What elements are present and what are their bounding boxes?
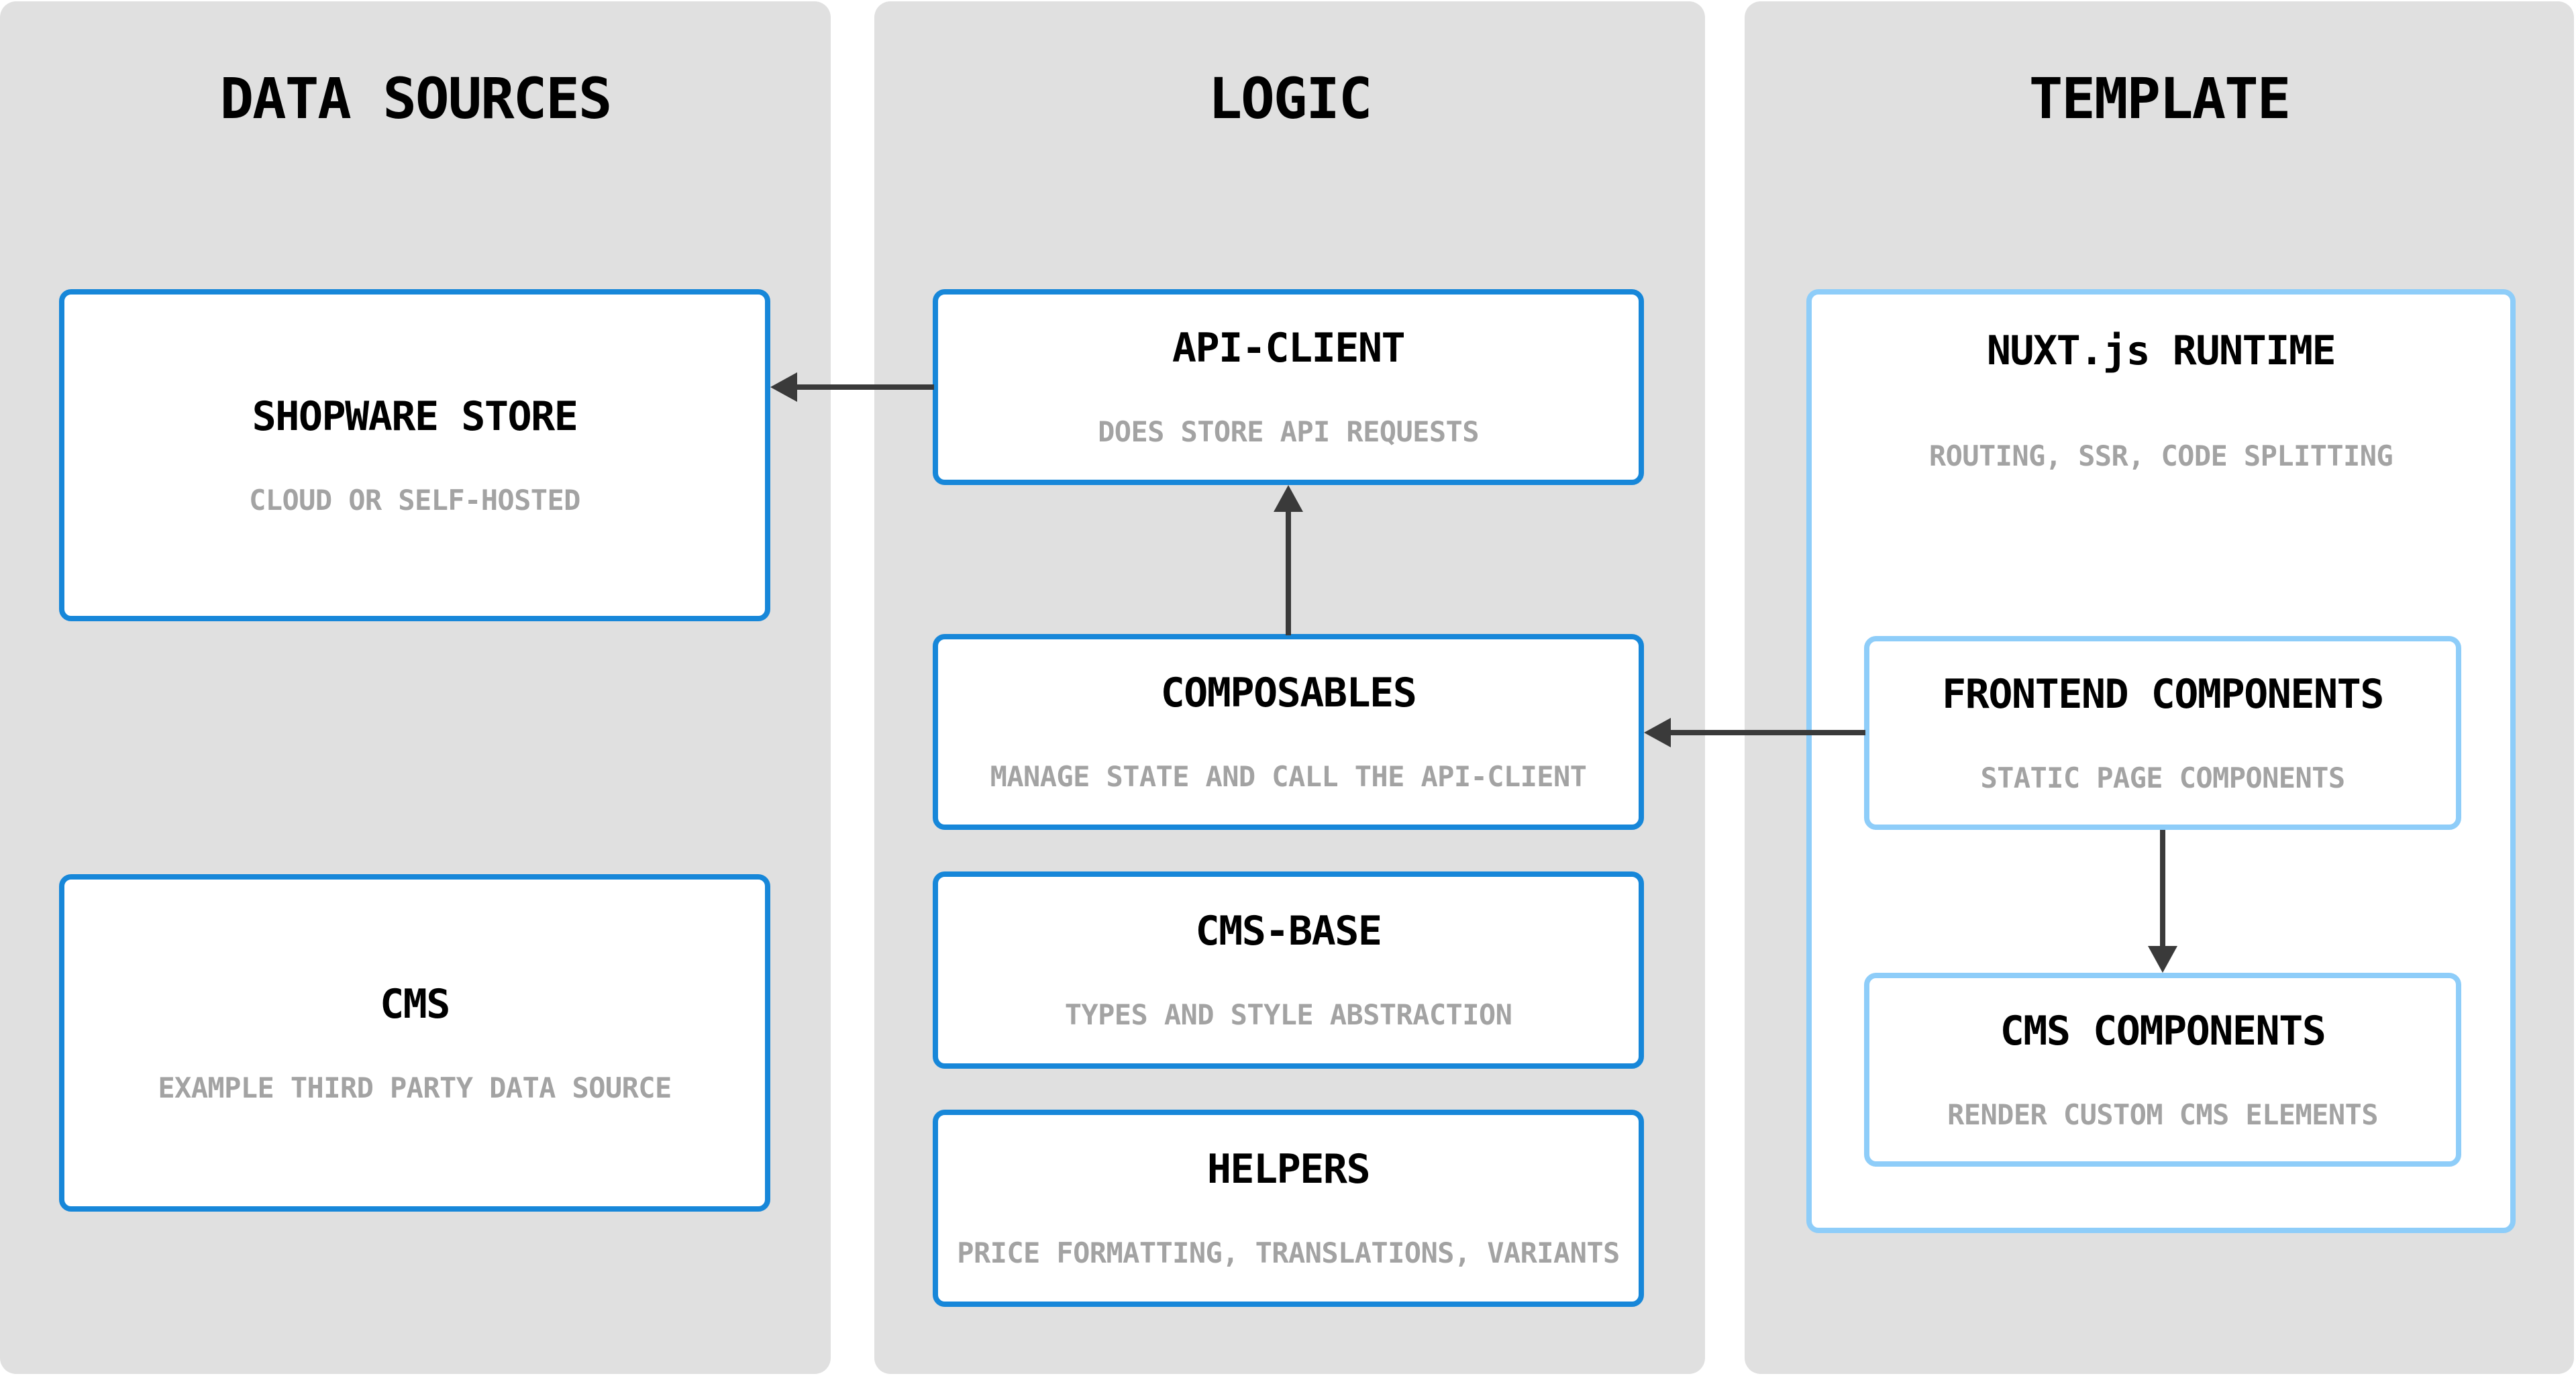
- box-title: CMS-BASE: [1195, 908, 1382, 955]
- box-subtitle: TYPES AND STYLE ABSTRACTION: [1064, 998, 1512, 1031]
- arrow-frontend-components-to-cms-components: [2160, 830, 2165, 947]
- box-title: FRONTEND COMPONENTS: [1942, 670, 2384, 718]
- box-helpers: HELPERS PRICE FORMATTING, TRANSLATIONS, …: [933, 1110, 1644, 1307]
- column-title-logic: LOGIC: [1208, 66, 1373, 131]
- arrow-frontend-components-to-composables: [1669, 730, 1865, 735]
- box-title: NUXT.js RUNTIME: [1986, 327, 2336, 374]
- column-title-template: TEMPLATE: [2028, 66, 2291, 131]
- box-title: CMS: [380, 980, 450, 1028]
- column-title-data-sources: DATA SOURCES: [219, 66, 613, 131]
- arrow-api-client-to-shopware-store: [796, 384, 934, 390]
- box-title: COMPOSABLES: [1160, 670, 1417, 717]
- arrowhead-left-icon: [1644, 718, 1671, 747]
- box-title: API-CLIENT: [1172, 325, 1406, 372]
- box-subtitle: DOES STORE API REQUESTS: [1098, 415, 1479, 448]
- box-title: SHOPWARE STORE: [252, 392, 578, 440]
- box-subtitle: ROUTING, SSR, CODE SPLITTING: [1928, 439, 2393, 472]
- box-subtitle: PRICE FORMATTING, TRANSLATIONS, VARIANTS: [957, 1236, 1620, 1269]
- arrow-composables-to-api-client: [1286, 511, 1291, 635]
- box-subtitle: CLOUD OR SELF-HOSTED: [249, 483, 580, 517]
- box-cms-components: CMS COMPONENTS RENDER CUSTOM CMS ELEMENT…: [1864, 973, 2461, 1167]
- box-title: CMS COMPONENTS: [2000, 1007, 2326, 1055]
- box-subtitle: RENDER CUSTOM CMS ELEMENTS: [1947, 1098, 2378, 1131]
- box-cms: CMS EXAMPLE THIRD PARTY DATA SOURCE: [59, 874, 770, 1212]
- arrowhead-down-icon: [2148, 946, 2177, 973]
- box-cms-base: CMS-BASE TYPES AND STYLE ABSTRACTION: [933, 871, 1644, 1069]
- arrowhead-up-icon: [1274, 485, 1303, 512]
- box-shopware-store: SHOPWARE STORE CLOUD OR SELF-HOSTED: [59, 289, 770, 621]
- box-subtitle: MANAGE STATE AND CALL THE API-CLIENT: [990, 760, 1587, 793]
- box-composables: COMPOSABLES MANAGE STATE AND CALL THE AP…: [933, 634, 1644, 830]
- box-subtitle: STATIC PAGE COMPONENTS: [1980, 761, 2345, 794]
- box-subtitle: EXAMPLE THIRD PARTY DATA SOURCE: [158, 1071, 672, 1104]
- box-frontend-components: FRONTEND COMPONENTS STATIC PAGE COMPONEN…: [1864, 636, 2461, 830]
- box-api-client: API-CLIENT DOES STORE API REQUESTS: [933, 289, 1644, 485]
- arrowhead-left-icon: [770, 372, 797, 402]
- box-title: HELPERS: [1206, 1146, 1371, 1193]
